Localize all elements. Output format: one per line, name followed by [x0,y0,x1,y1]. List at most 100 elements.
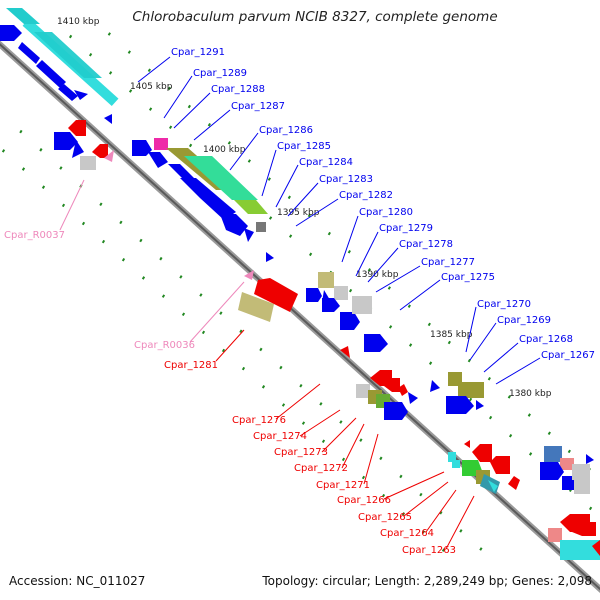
cds-lime [234,200,268,214]
cds-cyan [6,8,40,24]
gene-label-forward: Cpar_1270 [477,299,531,310]
tick-dash [39,148,43,152]
kbp-label: 1395 kbp [277,208,320,218]
tick-dash [121,258,126,262]
kbp-label: 1380 kbp [509,389,552,399]
cds-grey [572,464,590,480]
gene-label-reverse: Cpar_1281 [164,360,218,371]
tick-dash [401,512,406,516]
gene-label-reverse: Cpar_1264 [380,528,434,539]
tick-dash [101,239,106,244]
tick-dash [488,415,493,420]
tick-dash [239,329,243,334]
cds-reverse [340,346,350,358]
cds-pink [548,528,562,542]
genome-summary-text: Topology: circular; Length: 2,289,249 bp… [262,574,592,588]
cds-darkgrey [256,222,266,232]
tick-dash [119,220,123,225]
tick-dash [99,202,103,207]
gene-label-rna: Cpar_R0037 [4,230,65,241]
tick-dash [421,530,426,534]
tick-dash [347,249,351,254]
tick-dash [479,547,483,551]
tick-dash [267,177,271,181]
tick-dash [127,50,131,54]
tick-dash [308,252,313,257]
cds-olive [458,382,484,398]
tick-dash [508,434,513,438]
tick-dash [107,32,111,36]
tick-dash [88,52,93,57]
accession-text: Accession: NC_011027 [9,574,146,588]
tick-dash [319,402,323,406]
tick-dash [588,506,593,511]
kbp-label: 1410 kbp [57,17,100,27]
gene-label-forward: Cpar_1278 [399,239,453,250]
tick-dash [301,421,306,425]
tick-dash [381,493,386,498]
cds-forward [0,25,22,41]
rna-gene-labels: Cpar_R0037 Cpar_R0036 [4,230,195,351]
forward-leaders [137,56,541,385]
tick-dash [388,325,393,329]
tick-dash [361,475,366,480]
tick-dash [221,348,226,353]
tick-dash [1,149,6,153]
gene-label-rna: Cpar_R0036 [134,340,195,351]
tick-dash [148,107,153,111]
tick-dash [441,548,446,552]
cds-olive [318,272,334,288]
gene-label-forward: Cpar_1288 [211,84,265,95]
tick-dash [528,452,533,456]
cds-reverse [398,384,408,396]
kbp-scale: 1410 kbp 1405 kbp 1400 kbp 1395 kbp 1390… [57,17,552,399]
cds-forward [18,42,40,64]
cds-forward [306,288,322,302]
tick-dash [188,143,193,148]
tick-dash [261,385,266,389]
gene-features [0,8,600,560]
cds-forward [540,462,564,480]
cds-reverse [384,378,400,392]
kbp-label: 1385 kbp [430,330,473,340]
tick-dash [259,347,263,352]
tick-dash [427,322,431,327]
cds-forward [54,132,78,150]
gene-label-forward: Cpar_1291 [171,47,225,58]
cds-grey [352,296,372,314]
tick-dash [128,89,133,93]
rna-feature [244,270,254,280]
tick-dash [41,185,46,189]
cds-cyan [560,540,600,560]
cds-reverse [92,144,108,158]
gene-label-reverse: Cpar_1265 [358,512,412,523]
cds-forward [36,60,66,88]
cds-reverse [254,278,298,312]
tick-dash [567,449,571,454]
genome-title: Chlorobaculum parvum NCIB 8327, complete… [132,9,498,25]
kbp-label: 1400 kbp [203,145,246,155]
tick-dash [59,166,63,170]
tick-dash [367,268,371,272]
gene-label-forward: Cpar_1283 [319,174,373,185]
tick-dash [468,397,473,402]
tick-dash [439,510,443,515]
cds-forward [58,84,78,101]
tick-dash [287,195,291,200]
gene-label-forward: Cpar_1287 [231,101,285,112]
tick-dash [527,413,531,417]
reverse-gene-labels: Cpar_1281 Cpar_1276 Cpar_1274 Cpar_1273 … [164,360,456,556]
cds-reverse [572,522,596,536]
tick-dash [341,457,346,462]
tick-dash [307,213,311,218]
gene-label-reverse: Cpar_1273 [274,447,328,458]
cds-cyan [452,460,460,468]
cds-forward [476,400,484,410]
cds-forward [322,298,340,312]
tick-dash [399,474,403,479]
tick-dash [487,377,491,381]
cds-cyan [34,32,102,78]
tick-dash [227,141,231,145]
tick-dash [219,311,223,315]
gene-label-forward: Cpar_1275 [441,272,495,283]
